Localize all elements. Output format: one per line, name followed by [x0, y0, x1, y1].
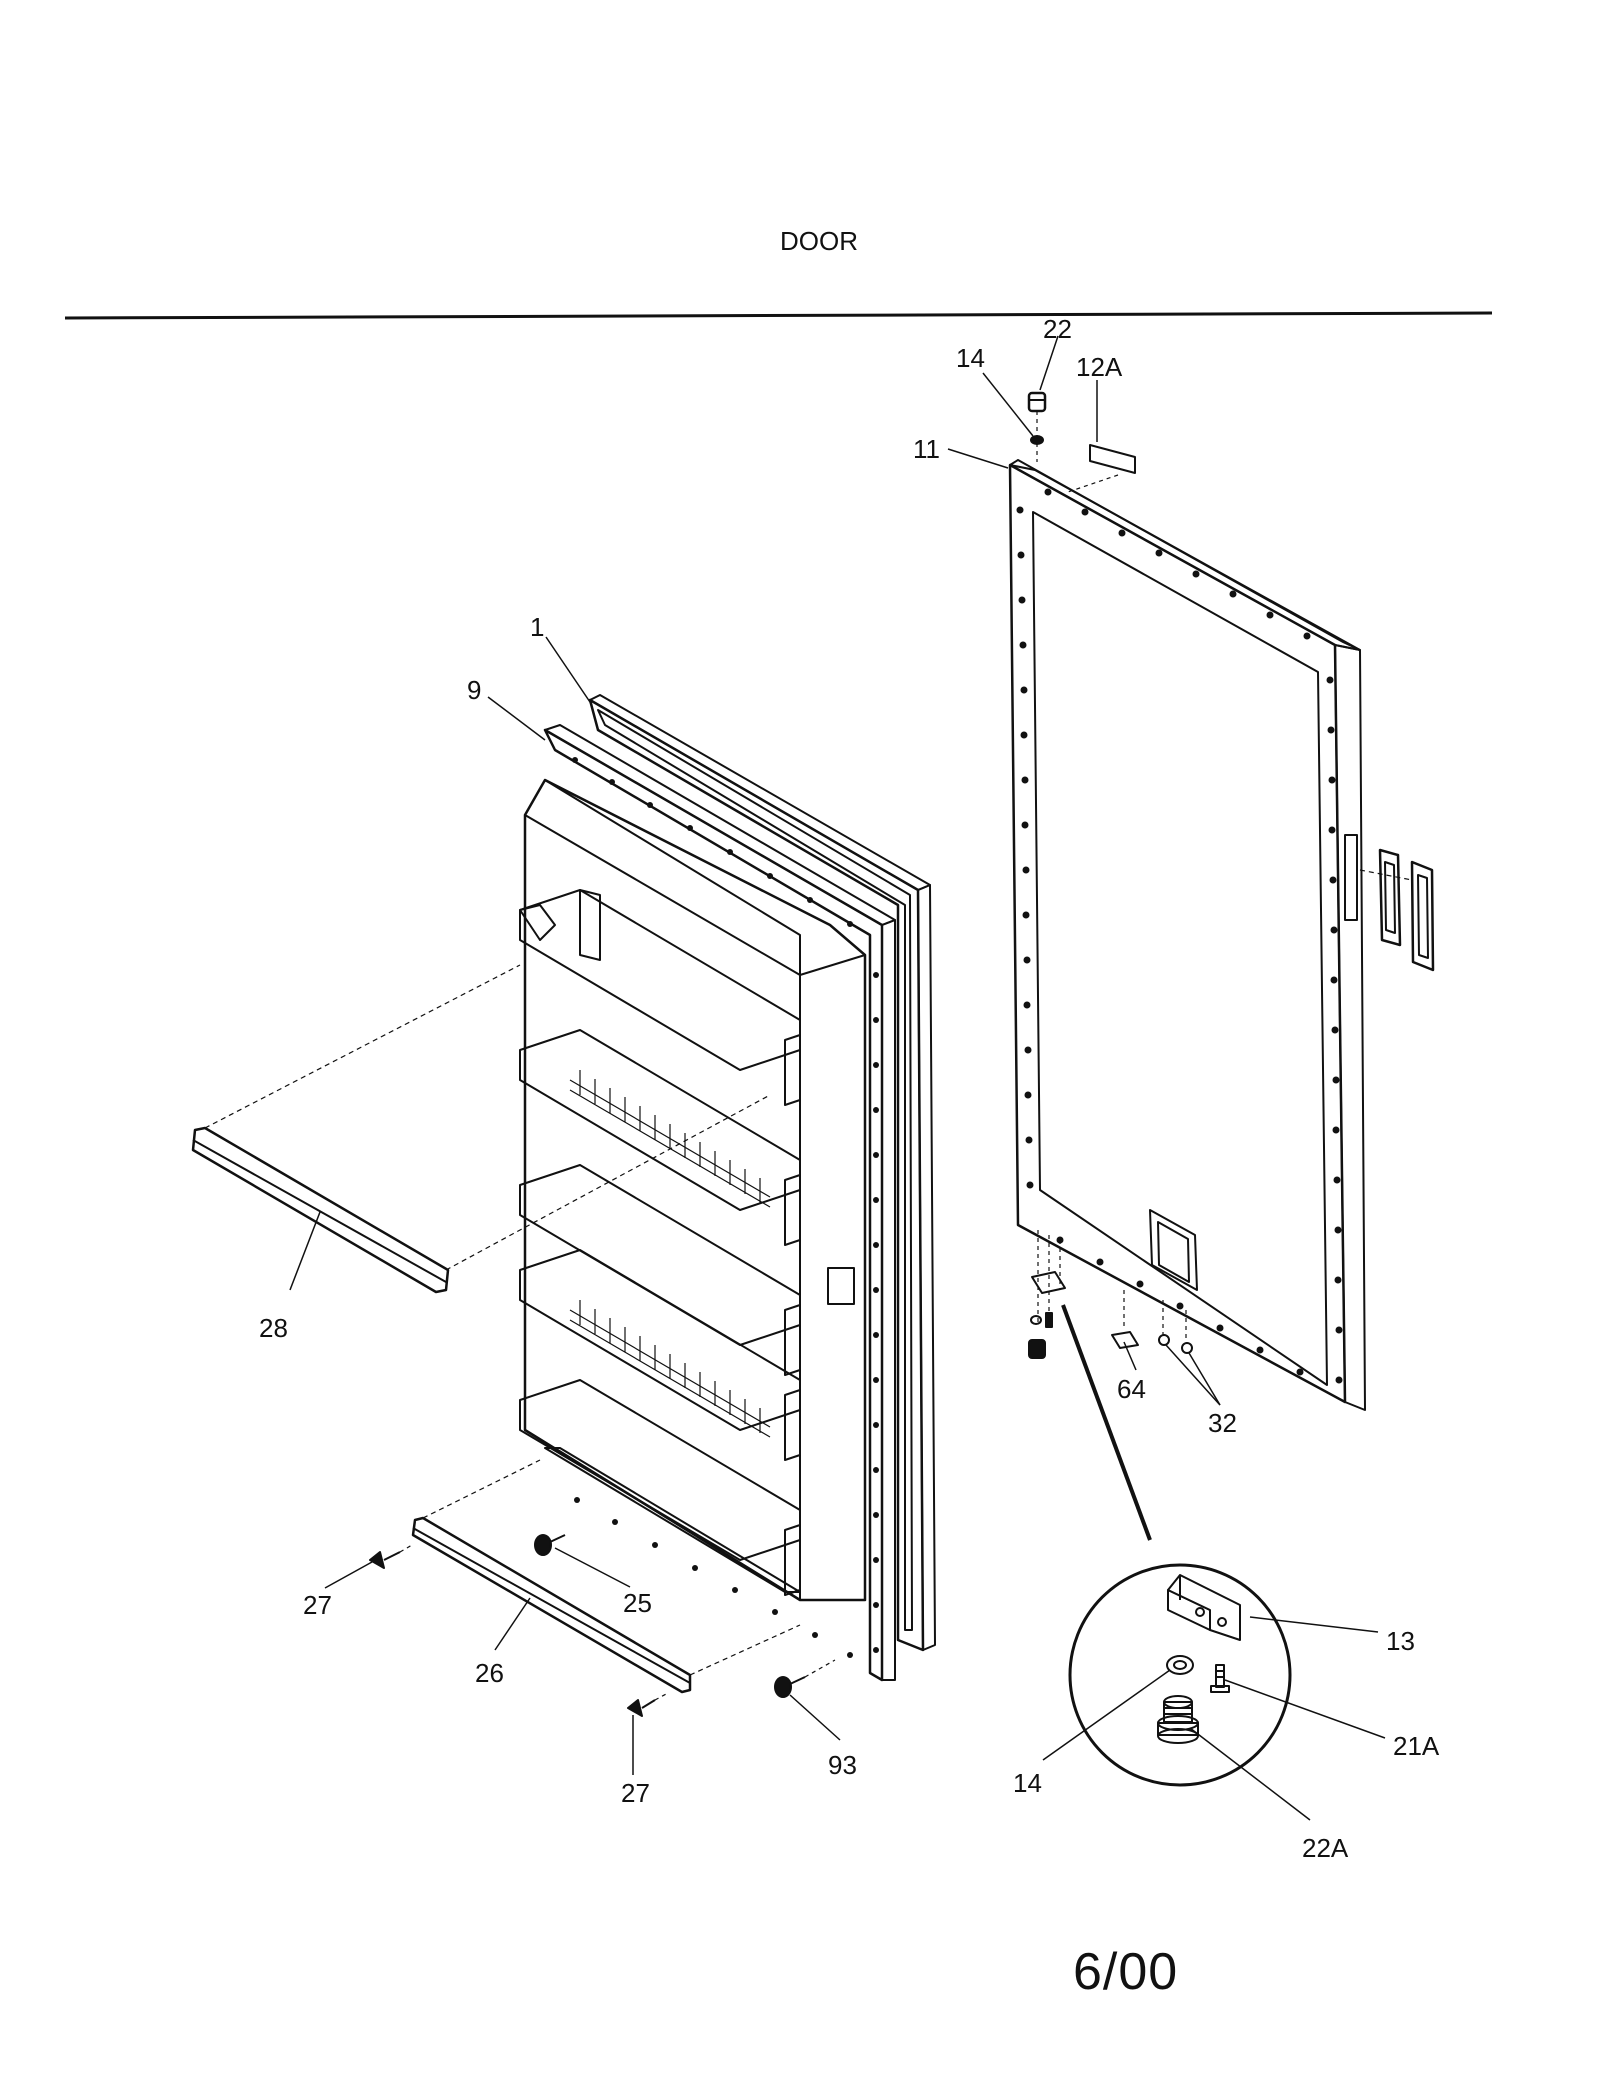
screw-93: [774, 1659, 836, 1698]
callout-26: 26: [475, 1658, 504, 1688]
callout-12a: 12A: [1076, 352, 1123, 382]
detail-circle: [1068, 1563, 1292, 1787]
outer-door-panel: [1008, 459, 1366, 1411]
header-rule: [64, 311, 1493, 320]
callout-22a: 22A: [1302, 1833, 1349, 1863]
callout-64: 64: [1117, 1374, 1146, 1404]
callout-1: 1: [530, 612, 545, 642]
shelf-bar-26: [411, 1459, 801, 1694]
bottom-hinge-hardware: [1028, 1230, 1193, 1541]
screw-25: [534, 1534, 566, 1556]
diagram-title: DOOR: [780, 226, 858, 256]
detail-plug: [1157, 1695, 1199, 1744]
detail-screw: [1210, 1664, 1230, 1693]
door-shelf-2: [519, 1029, 801, 1246]
date-code: 6/00: [1073, 1943, 1179, 2001]
rivet-27-upper: [369, 1544, 413, 1569]
liner-screw-holes: [572, 757, 879, 1658]
callout-93: 93: [828, 1750, 857, 1780]
shelf-ribs-2: [569, 1070, 771, 1208]
callout-28: 28: [259, 1313, 288, 1343]
callout-14: 14: [956, 343, 985, 373]
callout-14-detail: 14: [1013, 1768, 1042, 1798]
door-shelf-1: [519, 889, 801, 1106]
callout-13: 13: [1386, 1626, 1415, 1656]
callout-22: 22: [1043, 314, 1072, 344]
door-shelf-4: [519, 1249, 801, 1461]
panel-screw-holes: [1016, 488, 1343, 1384]
callout-27-lower: 27: [621, 1778, 650, 1808]
door-shelf-3: [519, 1164, 801, 1376]
top-hinge-hardware: [1027, 391, 1136, 493]
leader-lines: [289, 335, 1386, 1821]
rivet-27-lower: [627, 1692, 669, 1717]
callout-11: 11: [913, 434, 940, 464]
callout-32: 32: [1208, 1408, 1237, 1438]
door-handle: [1359, 848, 1435, 972]
door-gasket: [588, 694, 936, 1652]
door-shelf-5: [519, 1379, 801, 1596]
callout-25: 25: [623, 1588, 652, 1618]
door-liner: [543, 724, 896, 1682]
shelf-ribs-4: [569, 1300, 771, 1438]
callout-9: 9: [467, 675, 482, 705]
callout-27-upper: 27: [303, 1590, 332, 1620]
shelf-bar-28: [191, 964, 771, 1294]
liner-body: [523, 778, 867, 1602]
callout-21a: 21A: [1393, 1731, 1440, 1761]
